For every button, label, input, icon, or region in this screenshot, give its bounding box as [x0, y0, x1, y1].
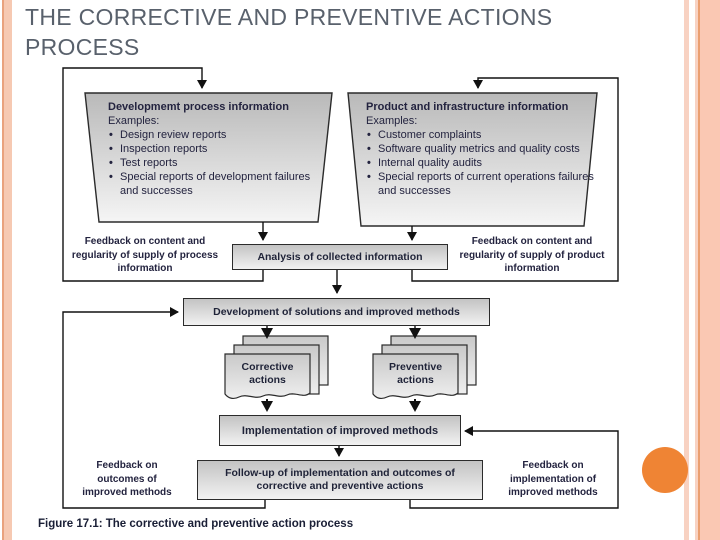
- list-item: Internal quality audits: [366, 156, 594, 170]
- orange-accent-circle: [642, 447, 688, 493]
- list-item: Special reports of development failures …: [108, 170, 313, 198]
- feedback-loop-implementation: [409, 426, 619, 509]
- figure-caption-number: Figure 17.1:: [38, 518, 103, 530]
- feedback-loop-process-info: [62, 67, 264, 282]
- left-accent-stripe: [2, 0, 12, 540]
- feedback-process-info-label: Feedback on content and regularity of su…: [71, 236, 219, 274]
- feedback-loop-outcomes: [62, 307, 266, 509]
- right-accent-stripe-2: [695, 0, 698, 540]
- list-item: Special reports of current operations fa…: [366, 170, 594, 198]
- list-item: Customer complaints: [366, 128, 594, 142]
- implementation-box: Implementation of improved methods: [219, 415, 461, 446]
- development-box: Development of solutions and improved me…: [183, 298, 490, 326]
- analysis-box: Analysis of collected information: [232, 244, 448, 270]
- slide-title: THE CORRECTIVE AND PREVENTIVE ACTIONS PR…: [25, 4, 553, 60]
- preventive-actions-stack: [372, 335, 477, 400]
- list-item: Inspection reports: [108, 142, 313, 156]
- preventive-actions-label: Preventive actions: [388, 361, 443, 386]
- list-item: Software quality metrics and quality cos…: [366, 142, 594, 156]
- development-info-examples-label: Examples:: [108, 115, 160, 127]
- list-item: Test reports: [108, 156, 313, 170]
- feedback-loop-product-info: [411, 77, 619, 282]
- development-info-list: Design review reports Inspection reports…: [108, 128, 313, 198]
- list-item: Design review reports: [108, 128, 313, 142]
- figure-caption-text: The corrective and preventive action pro…: [102, 518, 354, 530]
- development-info-content: Developmemt process information Examples…: [108, 100, 313, 198]
- corrective-actions-label: Corrective actions: [241, 361, 294, 386]
- product-info-examples-label: Examples:: [366, 115, 418, 127]
- product-info-content: Product and infrastructure information E…: [366, 100, 594, 198]
- feedback-outcomes-label: Feedback on outcomes of improved methods: [82, 460, 172, 498]
- right-accent-stripe-1: [684, 0, 689, 540]
- feedback-implementation-label: Feedback on implementation of improved m…: [508, 460, 598, 498]
- product-info-list: Customer complaints Software quality met…: [366, 128, 594, 198]
- feedback-product-info-label: Feedback on content and regularity of su…: [459, 236, 605, 274]
- corrective-actions-stack: [224, 335, 329, 400]
- right-accent-stripe-4: [700, 0, 720, 540]
- figure-caption: Figure 17.1: The corrective and preventi…: [38, 518, 353, 530]
- product-info-title: Product and infrastructure information: [366, 101, 569, 113]
- development-info-title: Developmemt process information: [108, 101, 289, 113]
- followup-box: Follow-up of implementation and outcomes…: [197, 460, 483, 500]
- right-accent-stripe-3: [698, 0, 700, 540]
